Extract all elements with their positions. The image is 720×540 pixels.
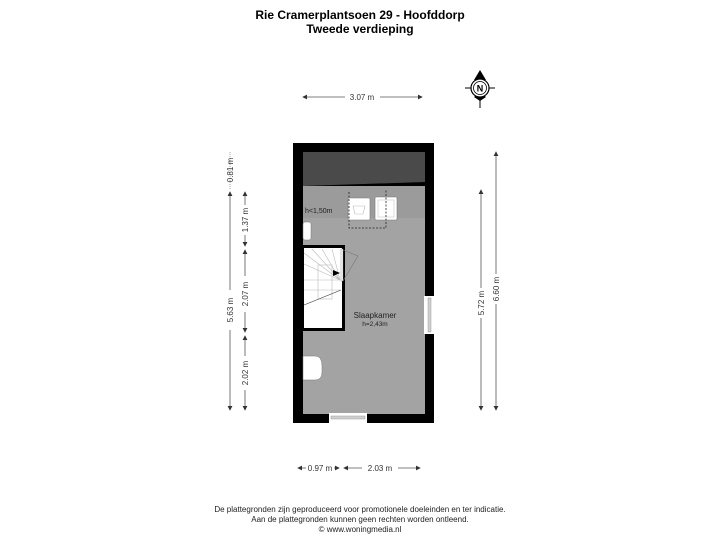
svg-text:2.03 m: 2.03 m (368, 464, 393, 473)
low-ceiling-label: h<1,50m (305, 208, 333, 215)
svg-text:2.02 m: 2.02 m (241, 360, 250, 385)
dimension-right: 5.72 m 6.60 m (477, 151, 501, 411)
compass-label: N (477, 84, 484, 94)
laundry-appliances (347, 190, 398, 229)
room-name-slaapkamer: Slaapkamer (354, 311, 397, 320)
stair-direction-arrow-icon (333, 270, 340, 276)
svg-text:6.60 m: 6.60 m (492, 276, 501, 301)
compass-north-icon: N (465, 70, 495, 108)
svg-text:1.37 m: 1.37 m (241, 207, 250, 232)
sink-icon (302, 221, 312, 241)
low-ceiling-area (303, 152, 425, 186)
floor-subtitle: Tweede verdieping (306, 22, 414, 36)
toilet-icon (302, 355, 323, 381)
svg-text:5.72 m: 5.72 m (477, 290, 486, 315)
dimension-left-inner: 1.37 m 2.07 m 2.02 m (241, 191, 250, 411)
copyright-line: © www.woningmedia.nl (318, 525, 402, 534)
svg-text:2.07 m: 2.07 m (241, 281, 250, 306)
disclaimer-line-2: Aan de plattegronden kunnen geen rechten… (251, 515, 469, 524)
disclaimer-line-1: De plattegronden zijn geproduceerd voor … (214, 505, 506, 514)
svg-text:0.97 m: 0.97 m (308, 464, 333, 473)
svg-text:3.07 m: 3.07 m (350, 93, 375, 102)
dimension-top-width: 3.07 m (302, 93, 423, 102)
dimension-left-outer: 0.81 m 5.63 m (226, 152, 235, 411)
dimension-bottom: 0.97 m 2.03 m (297, 464, 421, 473)
washing-machine-icon (347, 197, 371, 221)
page-title: Rie Cramerplantsoen 29 - Hoofddorp (255, 8, 465, 22)
svg-text:0.81 m: 0.81 m (226, 157, 235, 182)
svg-text:5.63 m: 5.63 m (226, 297, 235, 322)
staircase (303, 245, 359, 331)
door-swing (342, 249, 359, 282)
room-height-slaapkamer: h=2,43m (362, 321, 387, 328)
